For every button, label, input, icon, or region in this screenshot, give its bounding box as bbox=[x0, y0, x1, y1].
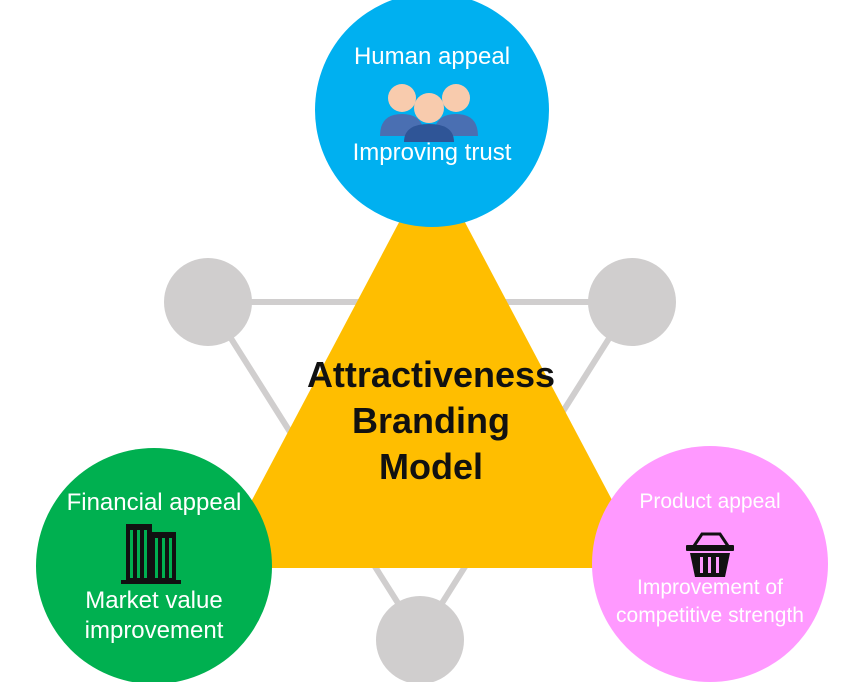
product-appeal-title: Product appeal bbox=[639, 490, 781, 513]
product-appeal-subtitle-line2: competitive strength bbox=[616, 604, 804, 627]
building-icon bbox=[121, 524, 181, 584]
gray-node-bottom bbox=[376, 596, 464, 682]
financial-appeal-subtitle-line1: Market value bbox=[85, 587, 223, 614]
financial-appeal-subtitle-line2: improvement bbox=[84, 617, 224, 644]
gray-node-left bbox=[164, 258, 252, 346]
center-title-line3: Model bbox=[379, 446, 483, 487]
center-title-line2: Branding bbox=[352, 400, 510, 441]
financial-appeal-title: Financial appeal bbox=[66, 489, 242, 516]
product-appeal-subtitle-line1: Improvement of bbox=[637, 576, 783, 599]
center-title-line1: Attractiveness bbox=[306, 354, 556, 395]
center-title: Attractiveness Branding Model bbox=[226, 352, 636, 490]
human-appeal-subtitle: Improving trust bbox=[352, 139, 512, 166]
basket-icon bbox=[686, 532, 734, 577]
human-appeal-title: Human appeal bbox=[353, 43, 511, 70]
center-triangle bbox=[216, 160, 648, 568]
gray-node-right bbox=[588, 258, 676, 346]
people-icon bbox=[380, 84, 478, 142]
